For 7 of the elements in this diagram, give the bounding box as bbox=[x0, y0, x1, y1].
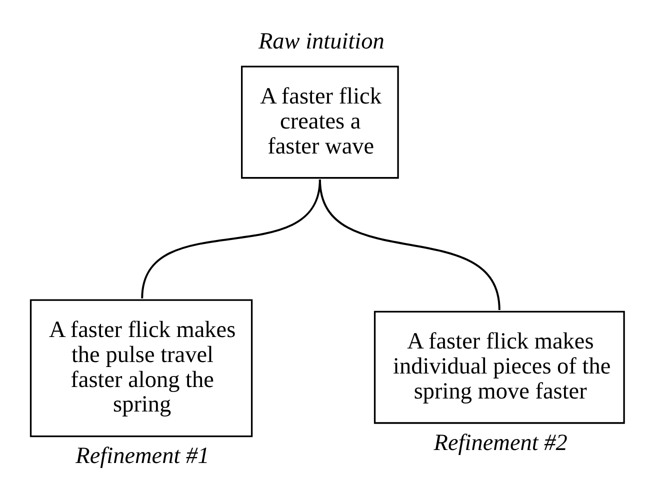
node-box: A faster flick makes the pulse travel faster along the spring bbox=[29, 299, 252, 438]
connector bbox=[318, 179, 500, 310]
node-label: Raw intuition bbox=[258, 28, 384, 55]
node-box: A faster flick creates a faster wave bbox=[240, 66, 398, 179]
node-label: Refinement #2 bbox=[433, 430, 567, 456]
node-box: A faster flick makes individual pieces of the spring move faster bbox=[373, 310, 624, 424]
node-label: Refinement #1 bbox=[75, 443, 209, 470]
